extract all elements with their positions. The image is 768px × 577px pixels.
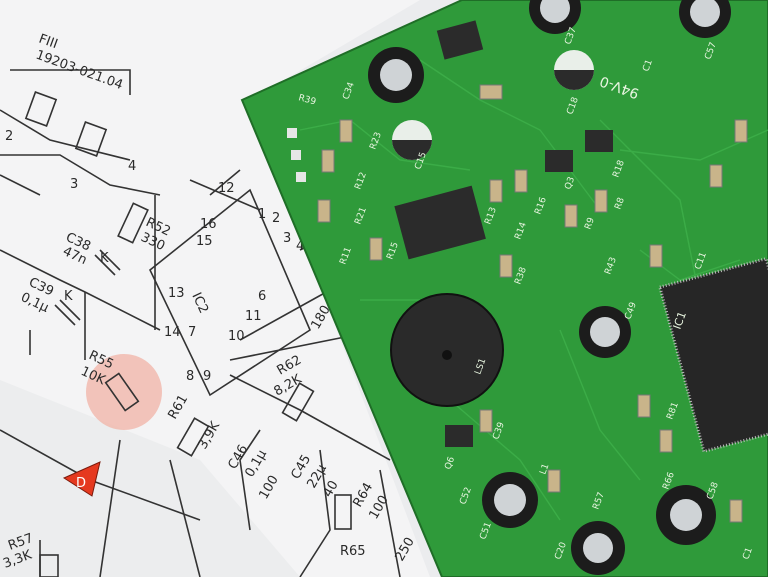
label: K — [64, 289, 73, 304]
pcb-label: IC1 — [671, 310, 689, 331]
label: FIII — [37, 32, 60, 53]
label: 40 — [320, 478, 341, 500]
capacitor-footprints — [392, 50, 594, 160]
pcb-label: C1 — [641, 58, 655, 73]
label: 16 — [200, 217, 217, 232]
label: 7 — [188, 325, 196, 340]
label: 2 — [5, 129, 13, 144]
label: 10 — [228, 329, 245, 344]
label: 14 — [164, 325, 181, 340]
label: R65 — [340, 544, 366, 559]
label: 4 — [128, 159, 136, 174]
pcb-label: L1 — [538, 463, 551, 477]
label: 1 — [258, 207, 266, 222]
label: 2 — [272, 211, 280, 226]
ic-chip-soic — [394, 185, 486, 260]
label: 12 — [218, 181, 235, 196]
label: 8 — [186, 369, 194, 384]
label: 3 — [70, 177, 78, 192]
label: 6 — [258, 289, 266, 304]
pcb-board — [240, 0, 768, 577]
pcb-label: C1 — [741, 546, 755, 561]
pcb-label: Q6 — [443, 455, 457, 471]
ic-chip-qfp — [658, 256, 768, 454]
r55-resistor-symbol — [104, 372, 140, 412]
transistor — [545, 150, 573, 172]
label: D — [76, 476, 86, 491]
pcb-silkscreen-labels: 94V-0 C15 C18 C37 C57 C49 LS1 Q6 C20 C51… — [297, 26, 755, 561]
label: 15 — [196, 234, 213, 249]
label: 13 — [168, 286, 185, 301]
electrolytic-capacitors — [368, 0, 731, 575]
label: 9 — [203, 369, 211, 384]
pcb-label: R39 — [297, 93, 317, 107]
label: 4 — [296, 239, 304, 254]
transistor-regulator — [436, 20, 484, 60]
label: 3 — [283, 231, 291, 246]
schematic-lines — [0, 69, 401, 577]
label: 11 — [245, 309, 262, 324]
label: K — [100, 251, 109, 266]
highlight-circle — [86, 354, 162, 430]
buzzer-hole — [442, 350, 452, 360]
pcb-label: Q3 — [563, 176, 577, 191]
pcb-label: R9 — [583, 216, 597, 231]
pcb-pads — [287, 128, 306, 182]
warning-triangle-icon — [62, 461, 101, 497]
smd-components — [317, 84, 748, 523]
transistor — [585, 130, 613, 152]
paper-shadow-band — [0, 380, 300, 577]
transistor — [445, 425, 473, 447]
pcb-label: R8 — [613, 196, 627, 211]
